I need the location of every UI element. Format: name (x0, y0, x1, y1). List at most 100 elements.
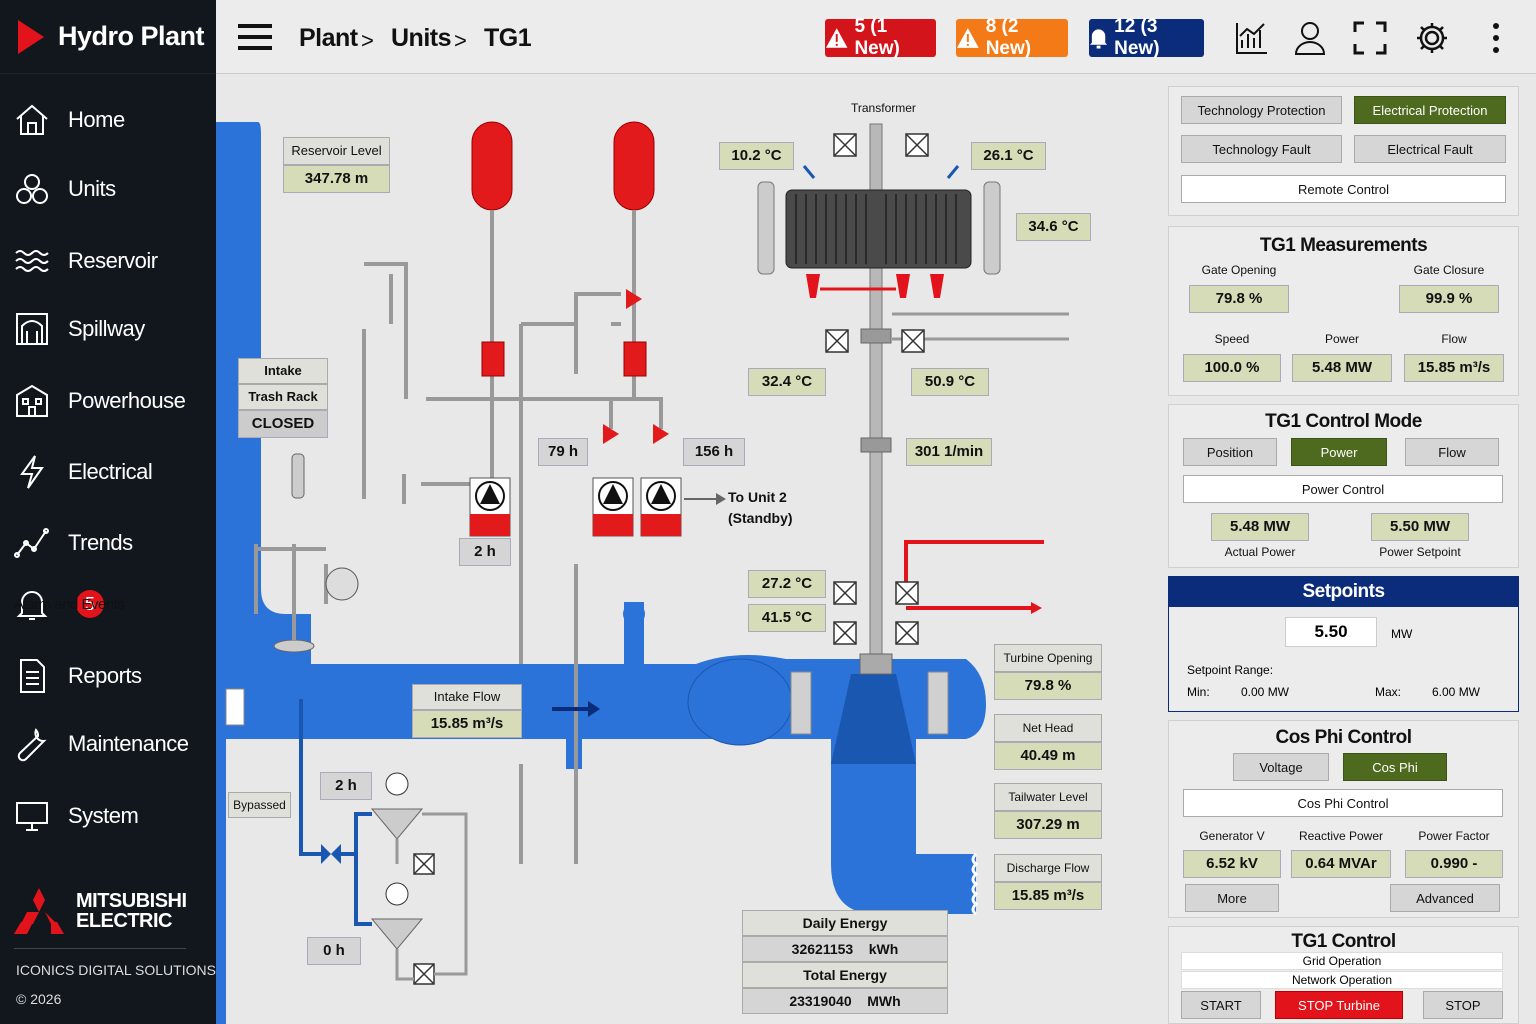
gate-left (790, 671, 812, 735)
menu-icon[interactable] (238, 22, 272, 52)
cosphi-control-label: Cos Phi Control (1183, 789, 1503, 817)
bypass-inlet (225, 688, 245, 726)
generator-rotor (785, 189, 972, 269)
pump1-hours: 79 h (538, 438, 588, 466)
speed-rpm: 301 1/min (906, 438, 992, 466)
actual-power-value: 5.48 MW (1211, 513, 1309, 541)
footer-copyright: © 2026 (16, 991, 62, 1007)
temp-34-6: 34.6 °C (1016, 213, 1091, 241)
temp-27-2: 27.2 °C (748, 570, 826, 598)
sidebar-item-reservoir[interactable]: Reservoir (0, 233, 216, 289)
total-energy-value: 23319040 (789, 993, 852, 1009)
daily-energy-label: Daily Energy (742, 910, 948, 936)
control-mode-title: TG1 Control Mode (1265, 411, 1422, 432)
daily-energy-unit: kWh (868, 941, 899, 957)
stop-turbine-button[interactable]: STOP Turbine (1275, 991, 1403, 1019)
setpoint-input[interactable]: 5.50 (1285, 617, 1377, 647)
electrical-fault-button[interactable]: Electrical Fault (1354, 135, 1506, 163)
sidebar-item-label: Maintenance (68, 731, 189, 756)
alarm-red-button[interactable]: 5 (1 New) (825, 16, 936, 59)
fullscreen-icon[interactable] (1352, 20, 1388, 56)
more-button[interactable]: More (1185, 884, 1279, 912)
gate-right (927, 671, 949, 735)
sidebar-item-alarms[interactable]: Alarm and Events 5 (0, 576, 216, 632)
document-icon (20, 659, 45, 693)
control-mode-panel: TG1 Control Mode Position Power Flow Pow… (1168, 404, 1519, 568)
tailwater-label: Tailwater Level (994, 783, 1102, 811)
logo-line2: ELECTRIC (76, 910, 172, 932)
technology-protection-button[interactable]: Technology Protection (1181, 96, 1342, 124)
wrench-icon (17, 728, 47, 762)
setpoint-min-label: Min: (1187, 685, 1210, 699)
chart-icon[interactable] (1234, 20, 1270, 56)
gate-closure-value: 99.9 % (1399, 285, 1499, 313)
sidebar-item-spillway[interactable]: Spillway (0, 301, 216, 357)
sidebar-item-label: Home (68, 107, 125, 132)
to-unit2-label: To Unit 2 (728, 489, 787, 505)
sidebar-item-trends[interactable]: Trends (0, 515, 216, 571)
sidebar-item-units[interactable]: Units (0, 161, 216, 217)
total-energy-unit: MWh (867, 993, 901, 1009)
turbine-runner (831, 674, 916, 764)
alarm-orange-button[interactable]: 8 (2 New) (956, 16, 1068, 59)
chevron-right-icon: > (454, 28, 467, 53)
temp-26-1: 26.1 °C (971, 142, 1046, 170)
turbine-opening-label: Turbine Opening (994, 644, 1102, 672)
discharge-label: Discharge Flow (994, 854, 1102, 882)
more-vertical-icon[interactable] (1484, 20, 1520, 56)
daily-energy-value: 32621153 (791, 941, 854, 957)
stop-button[interactable]: STOP (1423, 991, 1503, 1019)
cosphi-mode-button[interactable]: Cos Phi (1343, 753, 1447, 781)
power-value: 5.48 MW (1292, 354, 1392, 382)
remote-control-button[interactable]: Remote Control (1181, 175, 1506, 203)
hydro-schematic (216, 121, 1069, 1024)
cosphi-voltage-button[interactable]: Voltage (1233, 753, 1329, 781)
trends-icon (14, 528, 49, 558)
monitor-icon (16, 802, 48, 831)
start-button[interactable]: START (1181, 991, 1261, 1019)
electrical-protection-button[interactable]: Electrical Protection (1354, 96, 1506, 124)
app-brand[interactable]: Hydro Plant (0, 0, 216, 74)
advanced-button[interactable]: Advanced (1390, 884, 1500, 912)
top-bar: Plant > Units > TG1 5 (1 New) 8 (2 New) … (216, 0, 1536, 74)
flow-value: 15.85 m³/s (1404, 354, 1504, 382)
power-factor-label: Power Factor (1418, 829, 1490, 843)
mode-power-button[interactable]: Power (1291, 438, 1387, 466)
sidebar-item-electrical[interactable]: Electrical (0, 444, 216, 500)
cooler-left (757, 181, 775, 275)
sidebar-item-reports[interactable]: Reports (0, 648, 216, 704)
power-control-label: Power Control (1183, 475, 1503, 503)
spillway-icon (16, 313, 48, 345)
brand-logo-icon (18, 19, 44, 54)
standby-label: (Standby) (728, 510, 793, 526)
sidebar-item-home[interactable]: Home (0, 92, 216, 148)
sidebar-item-label: Reservoir (68, 248, 158, 273)
discharge-value: 15.85 m³/s (994, 882, 1102, 910)
accumulator-left (471, 121, 513, 211)
gear-icon[interactable] (1414, 20, 1450, 56)
cosphi-title: Cos Phi Control (1275, 727, 1412, 748)
sidebar-divider (14, 948, 186, 949)
tailwater-value: 307.29 m (994, 811, 1102, 839)
mode-flow-button[interactable]: Flow (1405, 438, 1499, 466)
technology-fault-button[interactable]: Technology Fault (1181, 135, 1342, 163)
notification-button[interactable]: 12 (3 New) (1089, 16, 1204, 59)
mode-position-button[interactable]: Position (1183, 438, 1277, 466)
measurements-panel: TG1 Measurements Gate Opening 79.8 % Gat… (1168, 226, 1519, 396)
reservoir-water (216, 122, 311, 1024)
sidebar-item-maintenance[interactable]: Maintenance (0, 716, 216, 772)
breadcrumb-units[interactable]: Units (391, 24, 452, 52)
cooler-right (983, 181, 1001, 275)
sidebar-item-label: System (68, 803, 139, 828)
user-icon[interactable] (1292, 20, 1328, 56)
trash-rack-label: Trash Rack (238, 384, 328, 410)
sidebar-item-system[interactable]: System (0, 788, 216, 844)
sidebar-item-label: Powerhouse (68, 388, 186, 413)
setpoints-header (1169, 577, 1518, 607)
sidebar-item-powerhouse[interactable]: Powerhouse (0, 373, 216, 429)
setpoint-min-value: 0.00 MW (1241, 685, 1290, 699)
breadcrumb-plant[interactable]: Plant (299, 24, 358, 52)
chevron-right-icon: > (361, 28, 374, 53)
bypassed-label: Bypassed (228, 792, 291, 818)
